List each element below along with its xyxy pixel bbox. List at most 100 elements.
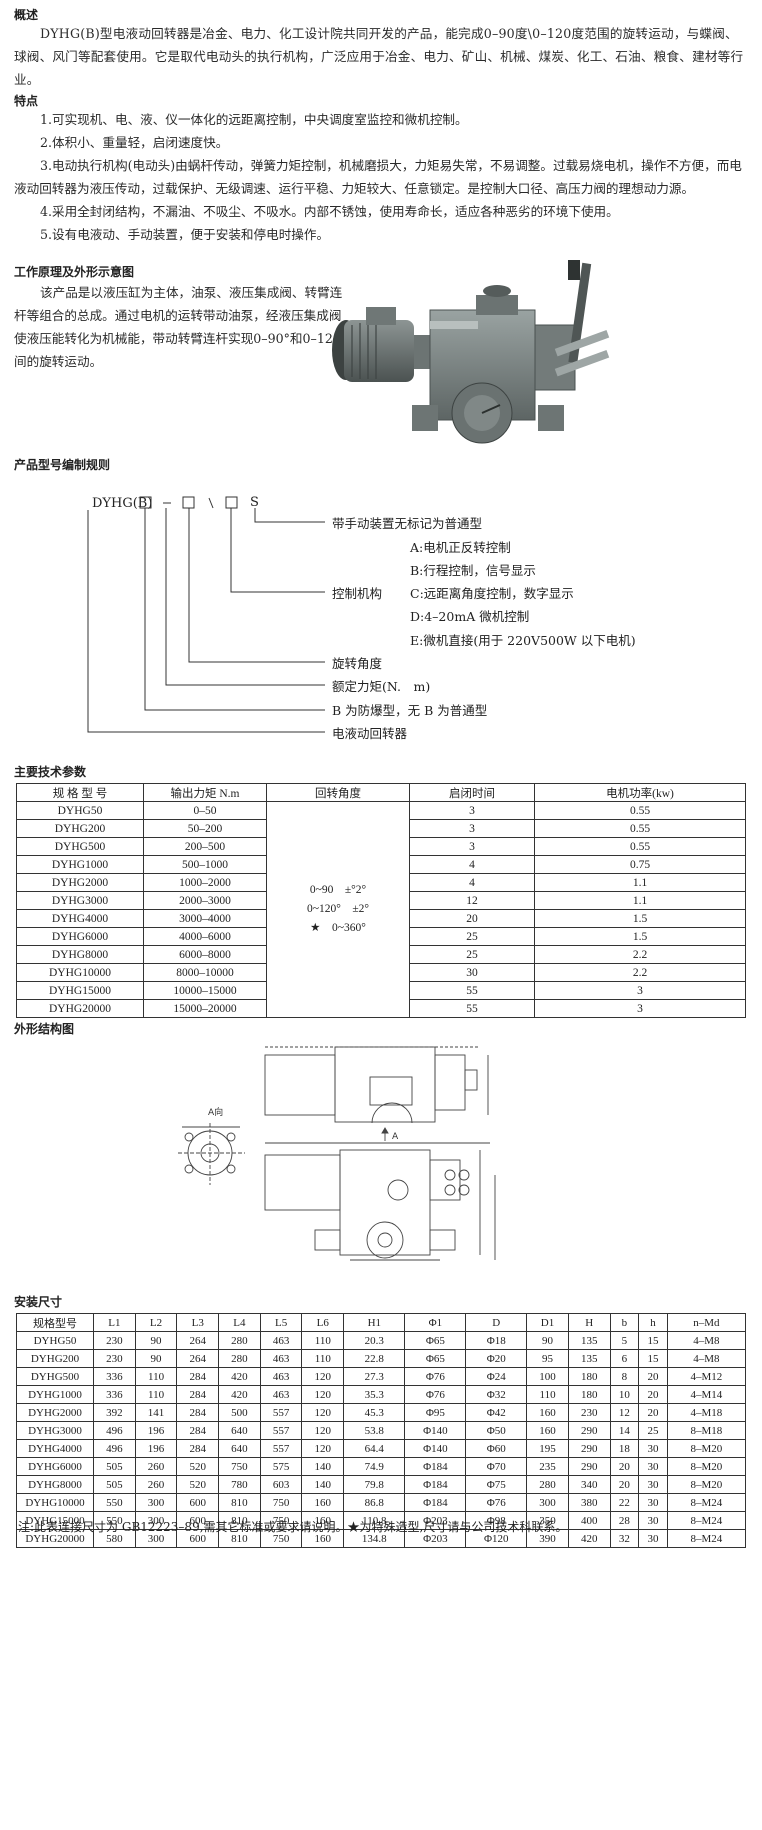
table-cell: 300 [134,1493,178,1512]
table-cell: 392 [93,1403,136,1422]
table-cell: 8–M24 [666,1493,747,1512]
table-cell: 95 [526,1349,569,1368]
table-cell: 135 [567,1331,611,1350]
table-cell: DYHG6000 [16,1457,94,1476]
table-cell: 22 [609,1493,640,1512]
header-cell: n–Md [666,1313,747,1332]
table-cell: 90 [134,1349,178,1368]
table-cell: 45.3 [343,1403,406,1422]
table-cell: 20 [638,1403,668,1422]
table-cell: 160 [526,1421,569,1440]
table-cell: 3 [534,981,746,1000]
table-cell: 134.8 [343,1529,406,1548]
table-cell: 20 [638,1367,668,1386]
table-cell: 284 [176,1421,220,1440]
table-cell: 280 [218,1331,261,1350]
header-cell: 输出力矩 N.m [143,783,267,802]
label-opt-b: B:行程控制，信号显示 [410,563,536,578]
code-rule-diagram [87,496,325,733]
table-cell: 12 [609,1403,640,1422]
table-cell: 0.55 [534,801,746,820]
params-heading: 主要技术参数 [14,765,87,779]
table-cell: 120 [301,1421,345,1440]
header-cell: 回转角度 [266,783,410,802]
table-cell: 90 [526,1331,569,1350]
table-cell: 3 [409,819,535,838]
table-cell: 580 [93,1529,136,1548]
table-cell: 55 [409,999,535,1018]
table-cell: 20 [638,1385,668,1404]
table-cell: 2.2 [534,963,746,982]
table-cell: 496 [93,1439,136,1458]
features-heading: 特点 [14,94,39,108]
table-cell: 1.1 [534,891,746,910]
overview-heading: 概述 [14,8,39,22]
code-rule-heading: 产品型号编制规则 [14,458,111,472]
table-cell: 230 [93,1331,136,1350]
table-cell: 200–500 [143,837,267,856]
table-cell: 603 [259,1475,303,1494]
table-cell: 336 [93,1367,136,1386]
table-cell: 8–M20 [666,1439,747,1458]
table-cell: 28 [609,1511,640,1530]
table-cell: 4000–6000 [143,927,267,946]
table-cell: 20 [609,1457,640,1476]
table-cell: 120 [301,1403,345,1422]
table-cell: 4–M8 [666,1349,747,1368]
table-cell: 195 [526,1439,569,1458]
table-cell: 505 [93,1475,136,1494]
table-cell: 280 [218,1349,261,1368]
table-cell: DYHG50 [16,801,144,820]
table-cell: Φ140 [404,1421,467,1440]
table-cell: 3 [534,999,746,1018]
table-cell: 300 [526,1493,569,1512]
table-cell: 260 [134,1457,178,1476]
table-cell: 3000–4000 [143,909,267,928]
table-cell: 1000–2000 [143,873,267,892]
label-torque: 额定力矩(N. m) [332,679,431,694]
table-cell: DYHG200 [16,1349,94,1368]
table-cell: DYHG10000 [16,963,144,982]
table-cell: 557 [259,1421,303,1440]
table-cell: Φ32 [465,1385,528,1404]
angle-line: ★ 0~360° [310,922,366,934]
feature-item: 5.设有电液动、手动装置，便于安装和停电时操作。 [40,227,330,242]
table-cell: 18 [609,1439,640,1458]
table-cell: 74.9 [343,1457,406,1476]
table-cell: Φ203 [404,1511,467,1530]
table-cell: 505 [93,1457,136,1476]
table-cell: 120 [301,1367,345,1386]
table-cell: Φ42 [465,1403,528,1422]
header-cell: L5 [259,1313,303,1332]
table-cell: 420 [567,1529,611,1548]
table-cell: 25 [409,945,535,964]
header-cell: 启闭时间 [409,783,535,802]
table-cell: 64.4 [343,1439,406,1458]
header-cell: L6 [301,1313,345,1332]
table-cell: 140 [301,1457,345,1476]
table-cell: Φ65 [404,1349,467,1368]
table-cell: Φ184 [404,1457,467,1476]
table-cell: DYHG500 [16,1367,94,1386]
table-cell: Φ98 [465,1511,528,1530]
table-cell: Φ50 [465,1421,528,1440]
table-cell: 6000–8000 [143,945,267,964]
table-cell: 14 [609,1421,640,1440]
angle-line: 0~120° ±2° [307,903,369,915]
table-cell: 1.5 [534,927,746,946]
table-cell: 141 [134,1403,178,1422]
header-cell: 规格型号 [16,1313,94,1332]
table-cell: Φ60 [465,1439,528,1458]
table-cell: 20 [609,1475,640,1494]
table-cell: 550 [93,1493,136,1512]
